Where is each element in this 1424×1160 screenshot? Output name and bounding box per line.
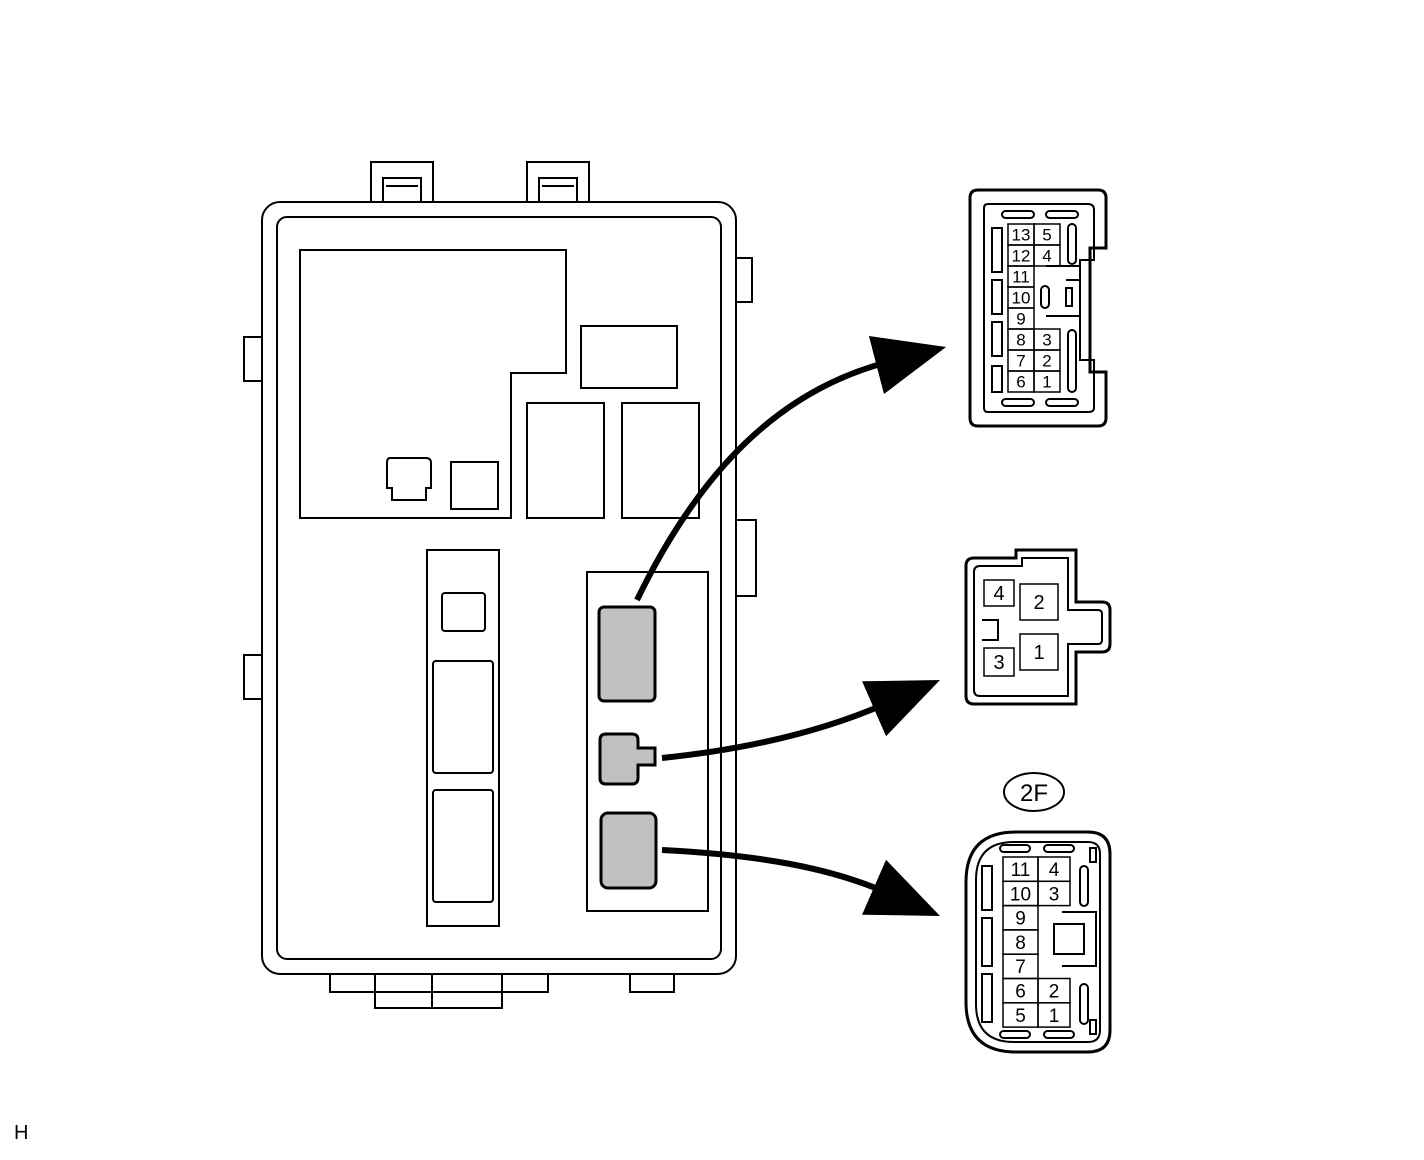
fuse-slot [432, 789, 494, 903]
pin-number: 10 [1010, 884, 1031, 905]
fuse-slot [441, 592, 486, 632]
pin-number: 4 [993, 583, 1004, 605]
bottom-tab [374, 969, 503, 1009]
pin-number: 8 [1016, 331, 1025, 350]
pin-cell [1037, 880, 1071, 907]
junction-block [243, 161, 757, 1009]
connector-bottom-pin-grid: 11 4 10 3 9 8 7 6 2 5 1 [1002, 856, 1071, 1028]
connector-middle [964, 548, 1112, 706]
side-tab [243, 336, 263, 382]
pin-number: 2 [1033, 592, 1044, 614]
side-tab [733, 519, 757, 597]
pin-number: 4 [1042, 247, 1051, 266]
pin-cell [983, 647, 1015, 677]
drawing-code-mark: H [14, 1122, 29, 1144]
pin-number: 2 [1042, 352, 1051, 371]
pin-number: 9 [1016, 310, 1025, 329]
small-connector-socket [386, 457, 432, 501]
side-tab [243, 654, 263, 700]
pin-number: 6 [1016, 373, 1025, 392]
pin-number: 13 [1012, 226, 1031, 245]
arrow-to-bottom-connector [661, 847, 940, 916]
fuse-socket [450, 461, 499, 510]
pin-number: 3 [1042, 331, 1051, 350]
pin-number: 12 [1012, 247, 1031, 266]
pin-number: 9 [1015, 909, 1026, 930]
relay-socket [580, 325, 678, 389]
pin-cell [983, 579, 1015, 607]
pin-number: 2 [1049, 981, 1060, 1002]
pin-cell [1033, 370, 1061, 393]
relay-socket [621, 402, 700, 519]
pin-cell [1037, 1002, 1071, 1028]
fuse-strip [426, 549, 500, 927]
pin-number: 7 [1015, 957, 1026, 978]
relay-socket [526, 402, 605, 519]
highlighted-connector-upper [597, 605, 657, 703]
pin-number: 11 [1012, 268, 1030, 287]
highlighted-connector-lower [599, 811, 658, 890]
connector-code-label: 2F [1020, 780, 1048, 807]
pin-number: 7 [1016, 352, 1025, 371]
junction-block-inner-shell [276, 216, 722, 960]
pin-cell [1033, 244, 1061, 267]
pin-number: 4 [1049, 860, 1060, 881]
connector-code-badge [1003, 772, 1065, 812]
pin-cell [1019, 583, 1059, 621]
arrow-to-middle-connector [661, 680, 940, 761]
connector-bottom: 2F [1003, 772, 1065, 812]
pin-number: 3 [1049, 884, 1060, 905]
relay-area [299, 249, 567, 519]
pin-number: 10 [1012, 289, 1031, 308]
connector-middle-pin-grid: 4 2 3 1 [983, 579, 1059, 677]
pin-cell [1019, 633, 1059, 671]
top-clip-right [526, 161, 590, 205]
pin-number: 1 [1042, 373, 1051, 392]
pin-number: 1 [1049, 1006, 1060, 1027]
pin-number: 11 [1011, 860, 1031, 881]
pin-number: 1 [1033, 642, 1044, 664]
top-clip-left [370, 161, 434, 205]
connector-top [968, 188, 1108, 428]
connector-panel [586, 571, 709, 912]
pin-number: 8 [1015, 933, 1026, 954]
pin-number: 5 [1042, 226, 1051, 245]
arrow-to-top-connector [634, 335, 947, 602]
pin-number: 3 [993, 652, 1004, 674]
pin-number: 5 [1015, 1006, 1026, 1027]
highlighted-connector-middle [598, 732, 657, 786]
pin-number: 6 [1015, 981, 1026, 1002]
fuse-slot [432, 660, 494, 774]
